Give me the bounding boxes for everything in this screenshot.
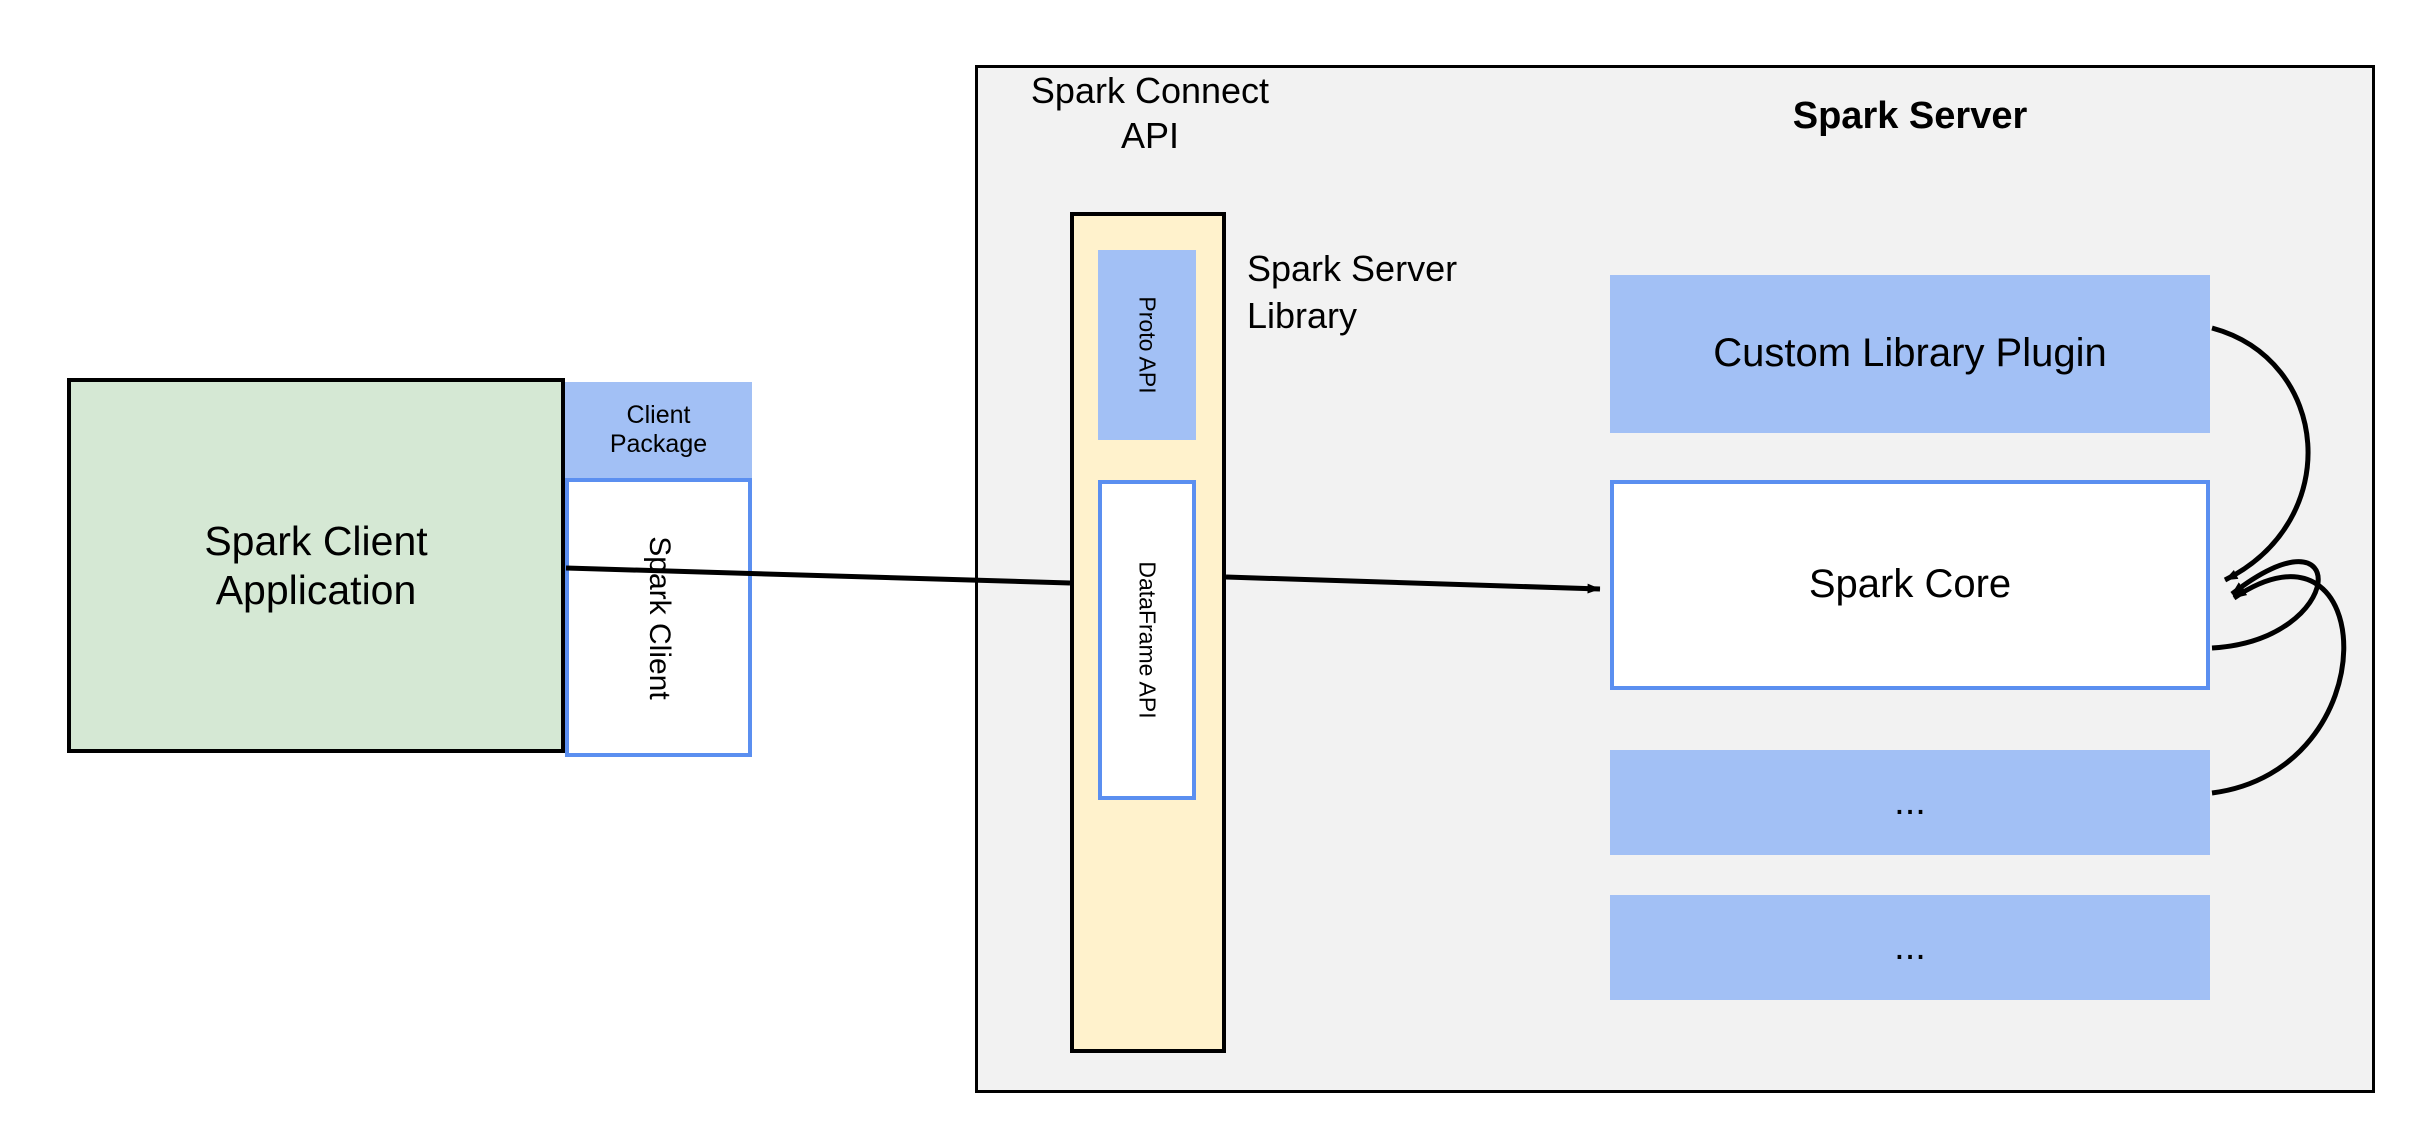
client-package-line-2: Package [609,430,708,458]
spark-client-application-label: Spark Client Application [204,517,427,614]
ellipsis-label-1: ... [1894,781,1926,824]
ellipsis-box-2[interactable]: ... [1610,895,2210,1000]
ellipsis-label-2: ... [1894,926,1926,969]
client-app-line-2: Application [215,566,417,613]
proto-api-box[interactable]: Proto API [1098,250,1196,440]
proto-api-label: Proto API [1134,296,1161,394]
client-package-label: Client Package [610,401,707,460]
ellipsis-box-1[interactable]: ... [1610,750,2210,855]
spark-client-application-box[interactable]: Spark Client Application [67,378,565,753]
server-library-line-2: Library [1247,294,1358,336]
dataframe-api-label: DataFrame API [1134,561,1161,719]
connect-api-line-2: API [1120,115,1180,156]
dataframe-api-box[interactable]: DataFrame API [1098,480,1196,800]
spark-client-label: Spark Client [642,535,676,700]
custom-library-plugin-box[interactable]: Custom Library Plugin [1610,275,2210,433]
spark-core-label: Spark Core [1808,562,2012,607]
spark-connect-api-label: Spark Connect API [1000,68,1300,158]
server-library-line-1: Spark Server [1247,248,1458,289]
client-package-box[interactable]: Client Package [565,382,752,478]
client-package-line-1: Client [626,400,691,429]
spark-client-box[interactable]: Spark Client [565,478,752,757]
custom-library-plugin-label: Custom Library Plugin [1713,331,2107,376]
client-app-line-1: Spark Client [204,518,428,565]
spark-server-title: Spark Server [1792,95,2028,137]
connect-api-line-1: Spark Connect [1030,70,1270,111]
spark-server-library-label: Spark Server Library [1247,246,1607,340]
spark-core-box[interactable]: Spark Core [1610,480,2210,690]
